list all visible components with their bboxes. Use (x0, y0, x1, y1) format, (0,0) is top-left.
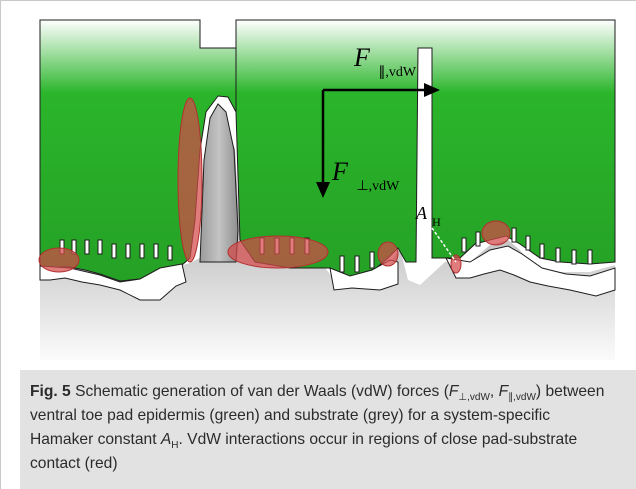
contact-regions (38, 97, 511, 274)
caption-text-1: Schematic generation of van der Waals (v… (70, 383, 449, 400)
caption-f-par-subscript: ∥,vdW (508, 392, 536, 404)
label-f-parallel-subscript: ∥,vdW (378, 65, 417, 80)
figure-number: Fig. 5 (30, 383, 71, 400)
caption-f-perp-subscript: ⊥,vdW (458, 392, 490, 404)
caption-text-2: , (489, 383, 495, 400)
caption-f-perp-symbol: F (448, 383, 459, 400)
substrate (40, 105, 615, 360)
figure-caption: Fig. 5 Schematic generation of van der W… (30, 380, 610, 476)
label-f-perp-symbol: F (331, 157, 349, 186)
caption-a-subscript: H (171, 440, 179, 452)
caption-f-par-symbol: F (498, 383, 509, 400)
label-hamaker: A H (415, 203, 441, 229)
caption-text-3: ) between ventral toe pad epidermis (gre… (30, 383, 605, 448)
label-f-perp: F ⊥,vdW (331, 157, 400, 194)
caption-text-4: . VdW interactions occur in regions of c… (30, 431, 578, 472)
label-hamaker-symbol: A (415, 203, 428, 223)
caption-background (20, 370, 636, 489)
hamaker-indicator (431, 227, 457, 263)
label-hamaker-subscript: H (432, 215, 441, 229)
pad-substrate-gap-right (329, 245, 616, 297)
pad-substrate-gap (39, 263, 187, 301)
label-f-parallel: F ∥,vdW (353, 43, 417, 80)
force-arrows (316, 83, 440, 198)
frame-top-border (0, 0, 636, 1)
substrate-pillar (199, 103, 239, 263)
caption-a-symbol: A (160, 431, 172, 448)
label-f-perp-subscript: ⊥,vdW (356, 179, 400, 194)
frame-left-border (0, 0, 1, 489)
schematic-figure: F ∥,vdW F ⊥,vdW A H (38, 19, 616, 360)
label-f-parallel-symbol: F (353, 43, 371, 72)
